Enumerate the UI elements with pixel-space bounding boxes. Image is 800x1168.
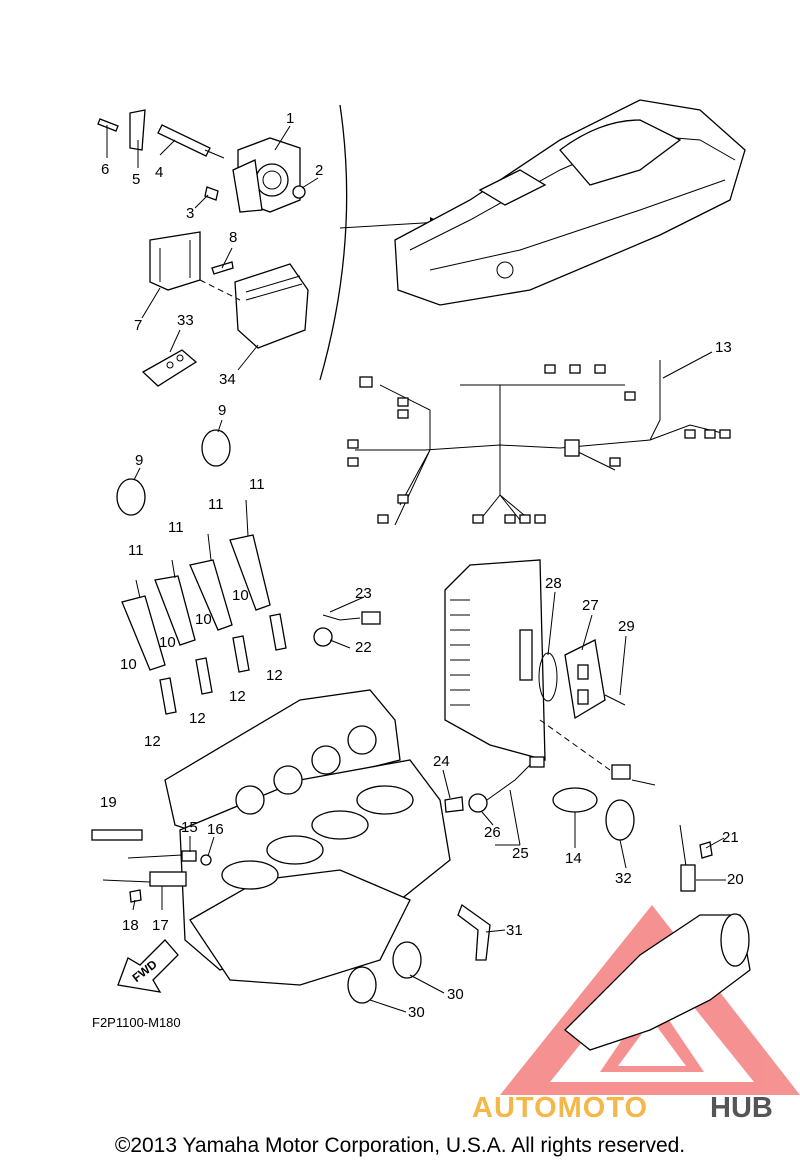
callout-20: 20	[727, 871, 744, 888]
callout-6: 6	[101, 161, 110, 178]
callout-10b: 10	[195, 611, 212, 628]
callout-31: 31	[506, 922, 523, 939]
spark-plugs	[159, 613, 287, 715]
cover-assembly	[444, 559, 626, 771]
callout-15: 15	[181, 819, 198, 836]
clips-30-31	[347, 903, 491, 1004]
callout-11d: 11	[128, 542, 144, 559]
callout-18: 18	[122, 917, 139, 934]
callout-5: 5	[132, 171, 141, 188]
forward-arrow-icon	[117, 939, 179, 993]
callout-3: 3	[186, 205, 195, 222]
callout-19: 19	[100, 794, 117, 811]
callout-10d: 10	[120, 656, 137, 673]
callout-11c: 11	[168, 519, 184, 536]
sensor-22-23	[313, 611, 381, 647]
sensors-15-19	[91, 829, 212, 903]
ignition-coils	[121, 499, 271, 671]
callout-28: 28	[545, 575, 562, 592]
callout-12d: 12	[144, 733, 161, 750]
callout-2: 2	[315, 162, 324, 179]
callout-1: 1	[286, 110, 295, 127]
bands-9	[116, 429, 231, 516]
callout-10c: 10	[159, 634, 176, 651]
callout-12b: 12	[229, 688, 246, 705]
callout-30b: 30	[408, 1004, 425, 1021]
watercraft-illustration	[394, 99, 746, 306]
callout-33: 33	[177, 312, 194, 329]
callout-13: 13	[715, 339, 732, 356]
pipe-20-21	[564, 824, 751, 1051]
callout-12a: 12	[266, 667, 283, 684]
copyright-notice: ©2013 Yamaha Motor Corporation, U.S.A. A…	[114, 1134, 686, 1157]
callout-11a: 11	[249, 476, 265, 493]
callout-9b: 9	[135, 452, 144, 469]
bands-14-32	[552, 764, 656, 841]
callout-34: 34	[219, 371, 236, 388]
callout-10a: 10	[232, 587, 249, 604]
callout-14: 14	[565, 850, 582, 867]
engine-block	[164, 689, 451, 986]
callout-11b: 11	[208, 496, 224, 513]
watermark-text-hub: HUB	[710, 1092, 773, 1124]
callout-32: 32	[615, 870, 632, 887]
leader-lines	[106, 125, 726, 1013]
diagram-code: F2P1100-M180	[92, 1015, 181, 1030]
callout-4: 4	[155, 164, 164, 181]
callout-9a: 9	[218, 402, 227, 419]
callout-16: 16	[207, 821, 224, 838]
sensor-24-26	[444, 756, 545, 813]
callout-22: 22	[355, 639, 372, 656]
callout-29: 29	[618, 618, 635, 635]
wiring-harness	[347, 360, 731, 526]
callout-30a: 30	[447, 986, 464, 1003]
callout-25: 25	[512, 845, 529, 862]
watermark-text-automoto: AUTOMOTO	[472, 1092, 649, 1124]
callout-27: 27	[582, 597, 599, 614]
callout-8: 8	[229, 229, 238, 246]
callout-17: 17	[152, 917, 169, 934]
callout-24: 24	[433, 753, 450, 770]
callout-23: 23	[355, 585, 372, 602]
callout-7: 7	[134, 317, 143, 334]
callout-12c: 12	[189, 710, 206, 727]
callout-21: 21	[722, 829, 739, 846]
throttle-body-group	[97, 109, 306, 213]
callout-26: 26	[484, 824, 501, 841]
ecu-group	[141, 231, 309, 387]
